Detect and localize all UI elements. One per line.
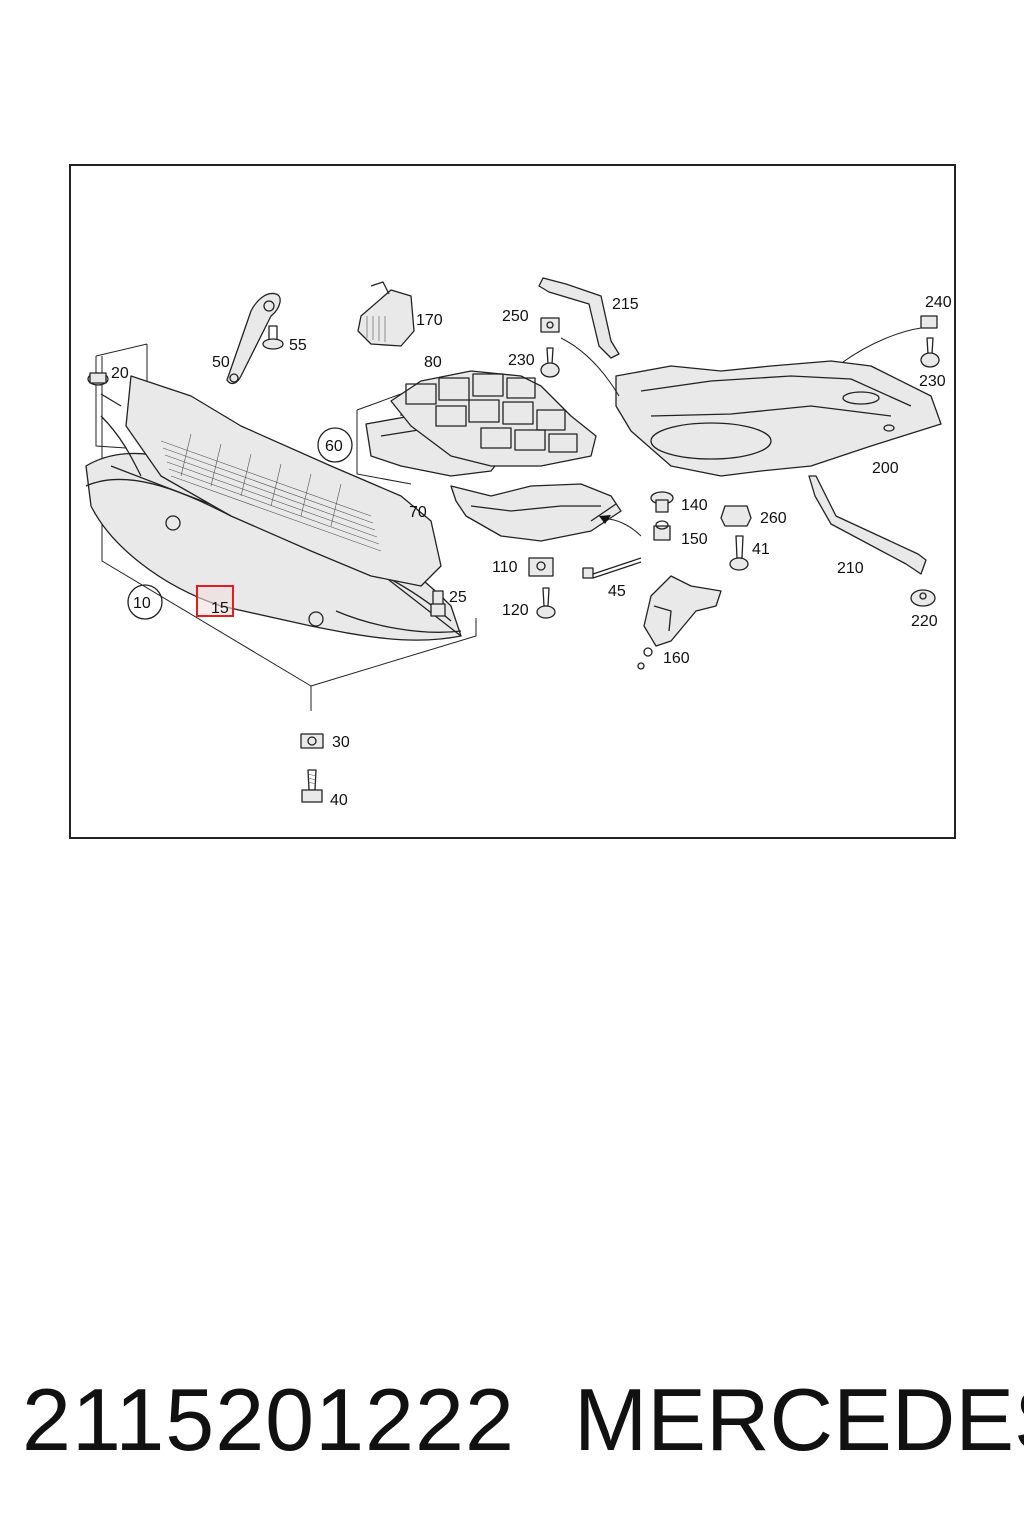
callout-10: 10 xyxy=(133,595,151,612)
callout-55: 55 xyxy=(289,337,307,354)
callout-20: 20 xyxy=(111,365,129,382)
brand-name: MERCEDES xyxy=(574,1370,1024,1469)
callout-25: 25 xyxy=(449,589,467,606)
callout-210: 210 xyxy=(837,560,864,577)
callout-150: 150 xyxy=(681,531,708,548)
nut-part-220 xyxy=(910,589,936,607)
clip-part-150 xyxy=(653,520,671,541)
callout-50: 50 xyxy=(212,354,230,371)
engine-cover-panel-80 xyxy=(390,370,597,467)
bracket-part-215 xyxy=(538,277,620,359)
clip-part-240 xyxy=(920,315,938,329)
callout-15: 15 xyxy=(211,600,229,617)
screw-part-40 xyxy=(301,769,323,803)
callout-230-right: 230 xyxy=(919,373,946,390)
highlight-box-15 xyxy=(196,585,234,617)
bracket-part-170 xyxy=(357,281,415,347)
callout-230-left: 230 xyxy=(508,352,535,369)
bolt-part-55 xyxy=(262,325,284,350)
arrow-head-70 xyxy=(599,515,611,524)
callout-240: 240 xyxy=(925,294,952,311)
rear-underbody-panel-200 xyxy=(615,360,942,477)
callout-60: 60 xyxy=(325,438,343,455)
nut-part-110 xyxy=(528,557,554,577)
clip-part-25 xyxy=(430,590,446,617)
bracket-part-160 xyxy=(637,575,722,670)
callout-250: 250 xyxy=(502,308,529,325)
screw-part-230-right xyxy=(920,337,940,368)
arrow-leader-70 xyxy=(602,518,642,537)
callout-170: 170 xyxy=(416,312,443,329)
callout-labels: 10 15 20 25 30 40 41 45 50 55 60 70 80 1… xyxy=(111,294,952,809)
plug-part-140 xyxy=(650,491,674,513)
bracket-part-210 xyxy=(808,475,927,575)
exploded-parts-diagram: 10 15 20 25 30 40 41 45 50 55 60 70 80 1… xyxy=(85,277,952,809)
clip-part-20 xyxy=(87,372,122,407)
front-underbody-panel xyxy=(85,343,477,711)
callout-215: 215 xyxy=(612,296,639,313)
parts-diagram-frame: 10 15 20 25 30 40 41 45 50 55 60 70 80 1… xyxy=(69,164,956,839)
screw-part-230-left xyxy=(540,347,560,378)
callout-80: 80 xyxy=(424,354,442,371)
callout-160: 160 xyxy=(663,650,690,667)
callout-30: 30 xyxy=(332,734,350,751)
callout-220: 220 xyxy=(911,613,938,630)
callout-140: 140 xyxy=(681,497,708,514)
cable-tie-45 xyxy=(582,557,642,579)
screw-part-120 xyxy=(536,587,556,619)
callout-120: 120 xyxy=(502,602,529,619)
part-number: 2115201222 xyxy=(22,1370,515,1469)
nut-part-30 xyxy=(300,733,324,749)
callout-45: 45 xyxy=(608,583,626,600)
callout-41: 41 xyxy=(752,541,770,558)
callout-circle-60 xyxy=(317,427,353,463)
callout-110: 110 xyxy=(492,559,518,576)
arrow-leader-250 xyxy=(560,337,620,397)
footer-caption: 2115201222 MERCEDES xyxy=(0,1370,1024,1470)
underbody-panel-70 xyxy=(450,483,622,542)
callout-260: 260 xyxy=(760,510,787,527)
screw-part-41 xyxy=(729,535,749,571)
callout-40: 40 xyxy=(330,792,348,809)
callout-200: 200 xyxy=(872,460,899,477)
callout-circle-10 xyxy=(127,584,163,620)
bracket-part-50 xyxy=(226,292,281,385)
rubber-part-260 xyxy=(720,505,752,527)
callout-70: 70 xyxy=(409,504,427,521)
clip-part-250 xyxy=(540,317,560,333)
arrow-leader-240 xyxy=(842,327,922,363)
